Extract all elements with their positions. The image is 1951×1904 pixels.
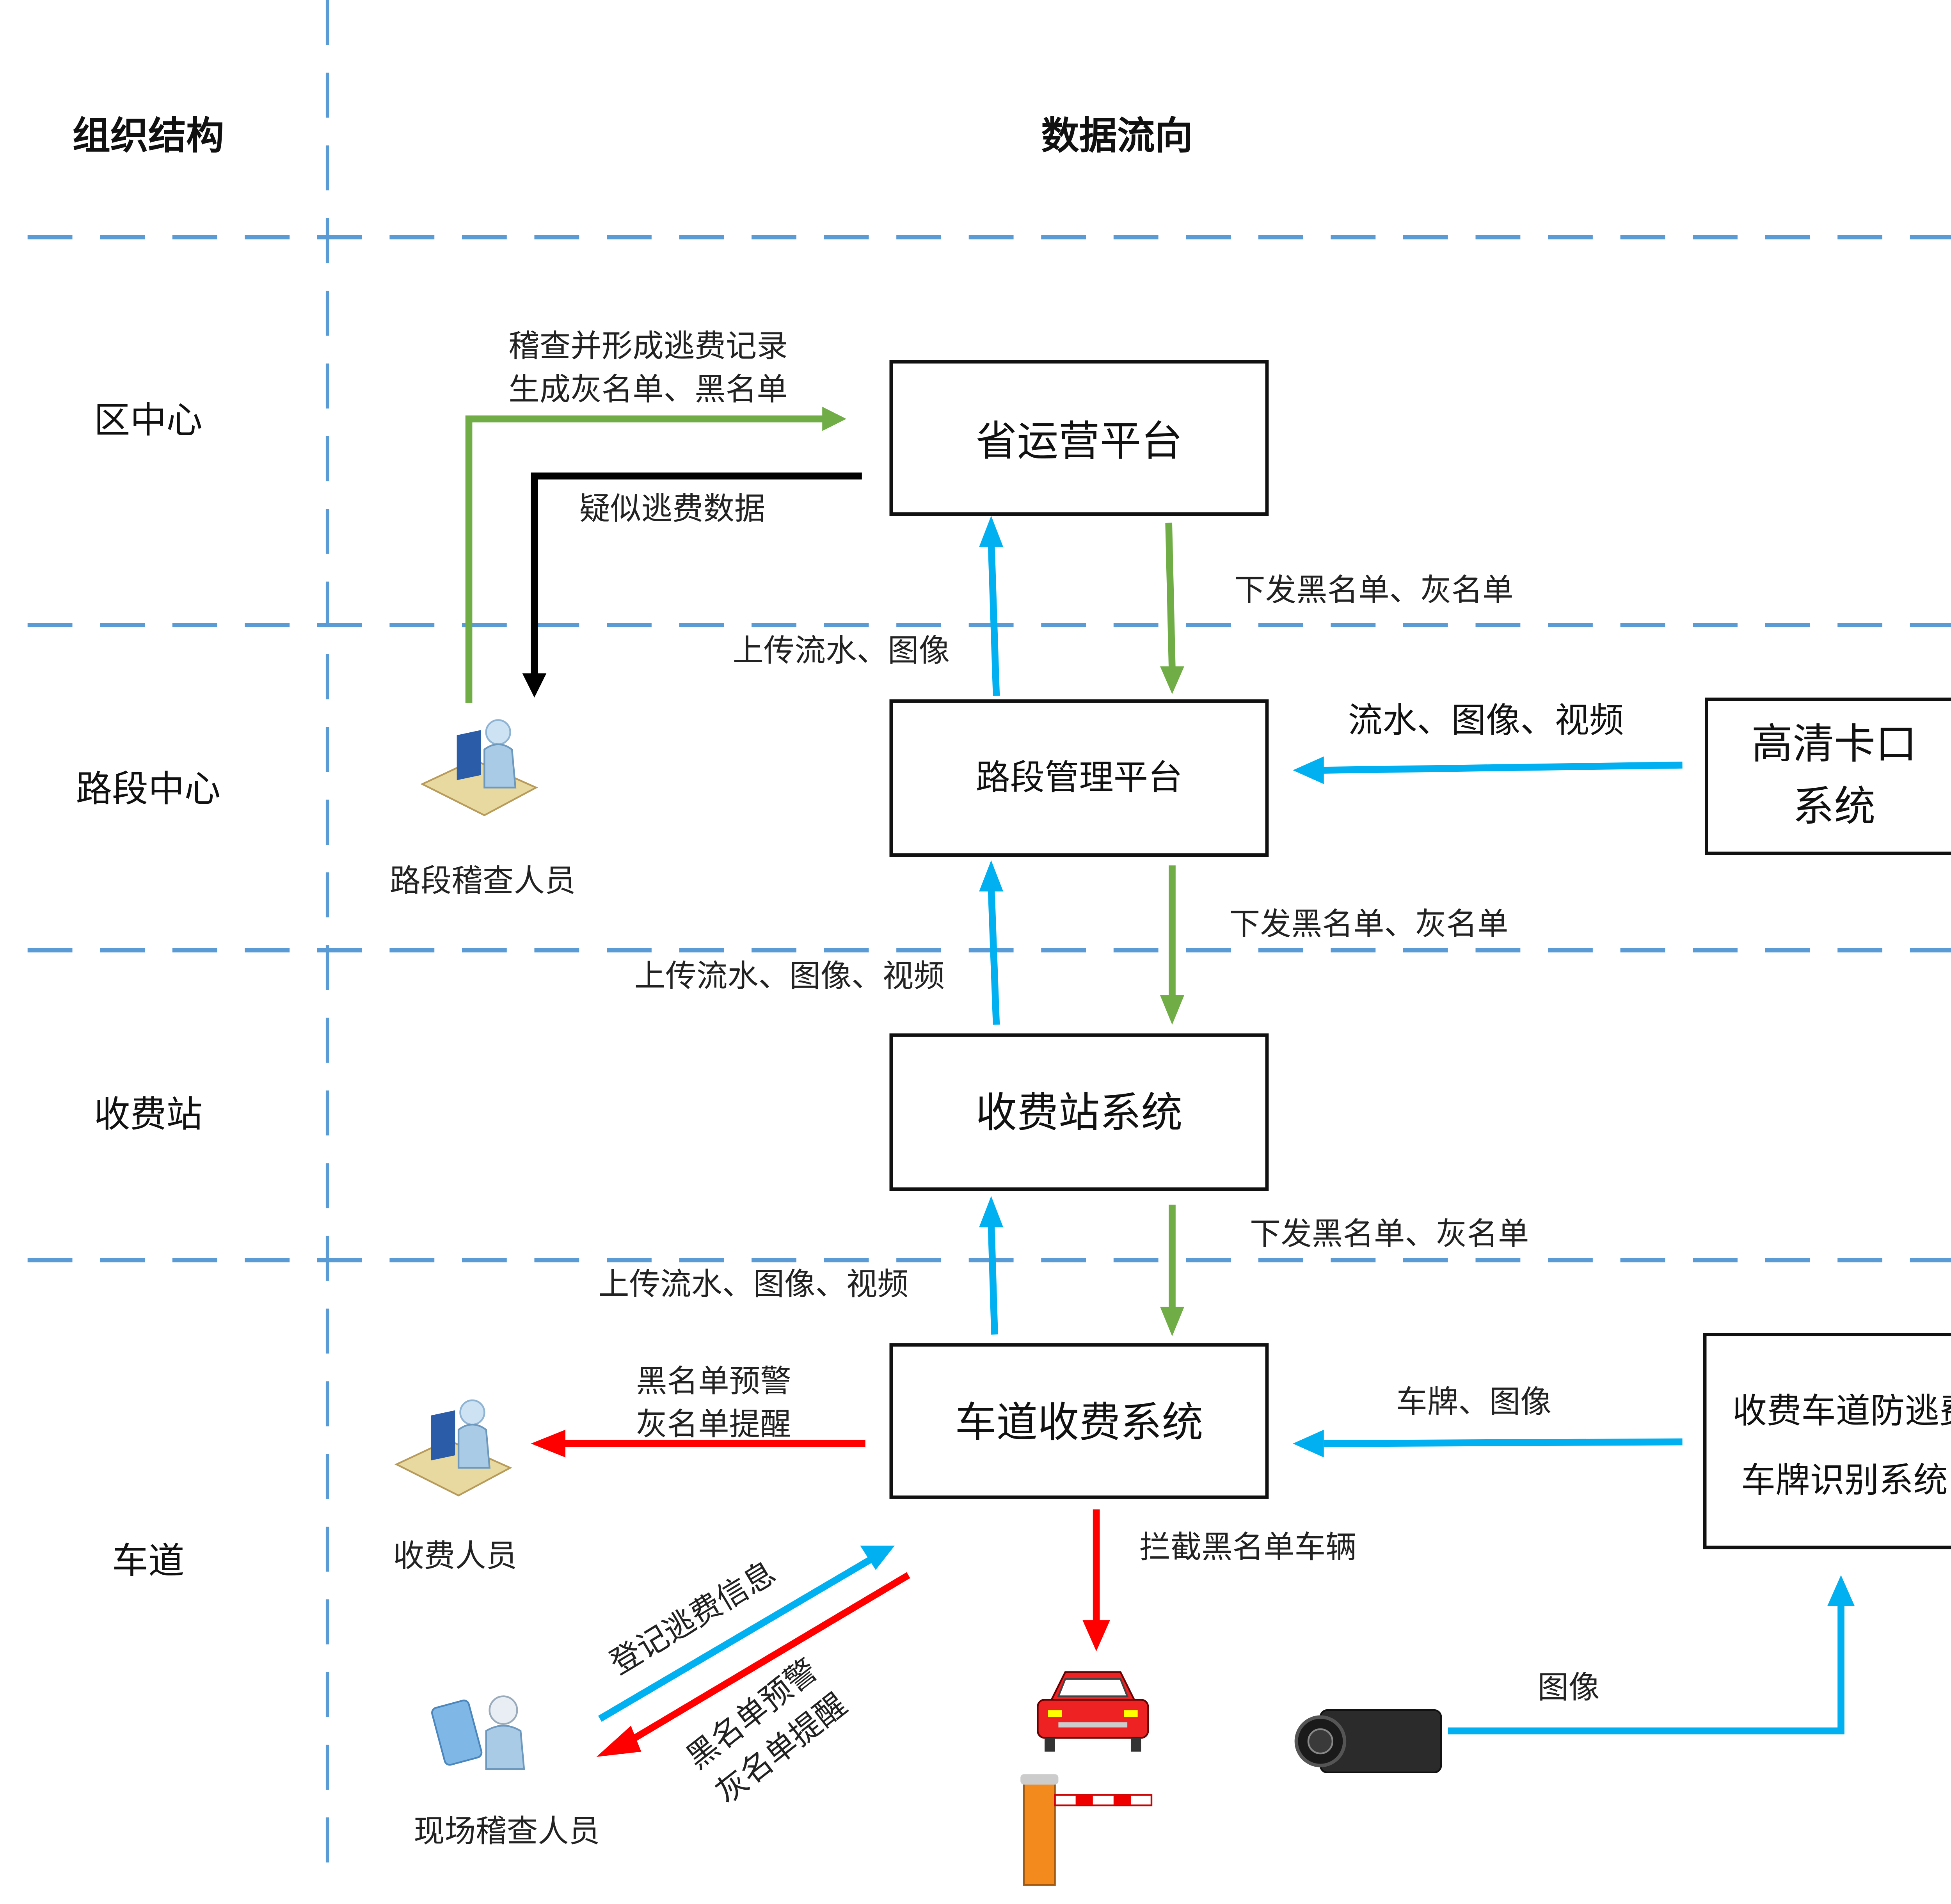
column-header-flow: 数据流向 (1041, 114, 1193, 158)
section-platform-label: 路段管理平台 (976, 757, 1182, 797)
field-auditor-icon (431, 1695, 525, 1770)
label-audit-record-line2: 生成灰名单、黑名单 (508, 371, 788, 407)
field-auditor-label: 现场稽查人员 (414, 1813, 600, 1849)
toll-collector-icon (394, 1399, 512, 1497)
label-camera-image: 图像 (1538, 1669, 1600, 1705)
lane-label-center: 区中心 (94, 399, 203, 441)
arrowhead-issue-to-station (1160, 995, 1184, 1025)
arrow-upload-to-station (988, 1222, 998, 1335)
label-hd-data: 流水、图像、视频 (1348, 700, 1624, 740)
arrow-issue-to-section (1165, 522, 1176, 670)
arrow-camera-to-plate (1448, 1606, 1844, 1735)
label-issue-list-3: 下发黑名单、灰名单 (1250, 1216, 1529, 1252)
arrow-plate-to-lane (1324, 1438, 1683, 1447)
hd-checkpoint-box: 高清卡口 系统 (1705, 697, 1951, 855)
hd-checkpoint-label-line1: 高清卡口 (1751, 720, 1917, 768)
arrow-audit-record (465, 407, 847, 703)
station-system-box: 收费站系统 (889, 1033, 1269, 1191)
arrow-hd-to-section (1320, 762, 1683, 774)
label-issue-list-2: 下发黑名单、灰名单 (1229, 906, 1509, 942)
arrow-field-alert (627, 1572, 910, 1744)
lane-dividers (27, 0, 1951, 1887)
column-header-org: 组织结构 (73, 114, 224, 158)
arrowhead-upload-to-section (979, 860, 1004, 892)
arrowhead-upload-to-provincial (979, 516, 1004, 547)
arrowhead-issue-to-section (1160, 666, 1184, 694)
arrowhead-register-evasion (860, 1545, 895, 1570)
label-upload-flow-image-video-2: 上传流水、图像、视频 (598, 1266, 908, 1302)
arrowhead-hd-to-section (1293, 756, 1324, 784)
arrow-register-evasion (598, 1556, 872, 1722)
lane-label-station: 收费站 (94, 1093, 203, 1135)
arrowhead-issue-to-lane (1160, 1307, 1184, 1336)
arrowhead-lane-alert (531, 1430, 565, 1458)
toll-collector-label: 收费人员 (393, 1538, 517, 1574)
label-plate-image: 车牌、图像 (1396, 1384, 1551, 1420)
arrow-upload-to-section (988, 886, 1000, 1025)
label-issue-list-1: 下发黑名单、灰名单 (1234, 572, 1514, 608)
label-lane-alert-line1: 黑名单预警 (636, 1363, 791, 1399)
provincial-platform-box: 省运营平台 (889, 360, 1269, 516)
arrowhead-plate-to-lane (1293, 1430, 1324, 1458)
label-upload-flow-image: 上传流水、图像 (733, 632, 950, 669)
barrier-gate-icon (1020, 1774, 1153, 1886)
arrowhead-camera-to-plate (1827, 1575, 1855, 1606)
arrowhead-field-alert (596, 1726, 641, 1757)
label-upload-flow-image-video-1: 上传流水、图像、视频 (634, 958, 945, 994)
station-system-label: 收费站系统 (976, 1089, 1182, 1137)
anti-evasion-plate-box: 收费车道防逃费 车牌识别系统 (1703, 1333, 1951, 1549)
anti-evasion-label-line1: 收费车道防逃费 (1732, 1391, 1951, 1431)
lane-toll-system-label: 车道收费系统 (955, 1398, 1203, 1447)
provincial-platform-label: 省运营平台 (976, 417, 1182, 465)
arrow-suspect-data (522, 472, 862, 698)
lane-toll-system-box: 车道收费系统 (889, 1343, 1269, 1499)
arrow-upload-to-provincial (988, 540, 1000, 696)
section-platform-box: 路段管理平台 (889, 699, 1269, 857)
lane-label-section: 路段中心 (76, 768, 220, 810)
label-audit-record-line1: 稽查并形成逃费记录 (508, 328, 788, 364)
anti-evasion-label-line2: 车牌识别系统 (1741, 1460, 1948, 1500)
arrowhead-intercept (1082, 1620, 1110, 1652)
label-intercept: 拦截黑名单车辆 (1139, 1529, 1357, 1565)
hd-checkpoint-label-line2: 系统 (1793, 782, 1875, 831)
lane-label-lane: 车道 (112, 1540, 185, 1582)
camera-icon (1294, 1709, 1442, 1774)
label-lane-alert-line2: 灰名单提醒 (636, 1406, 791, 1442)
label-suspect-data: 疑似逃费数据 (579, 490, 765, 527)
section-auditor-icon (420, 719, 538, 817)
car-icon (1037, 1671, 1149, 1752)
section-auditor-label: 路段稽查人员 (389, 863, 576, 899)
arrowhead-upload-to-station (979, 1196, 1004, 1227)
